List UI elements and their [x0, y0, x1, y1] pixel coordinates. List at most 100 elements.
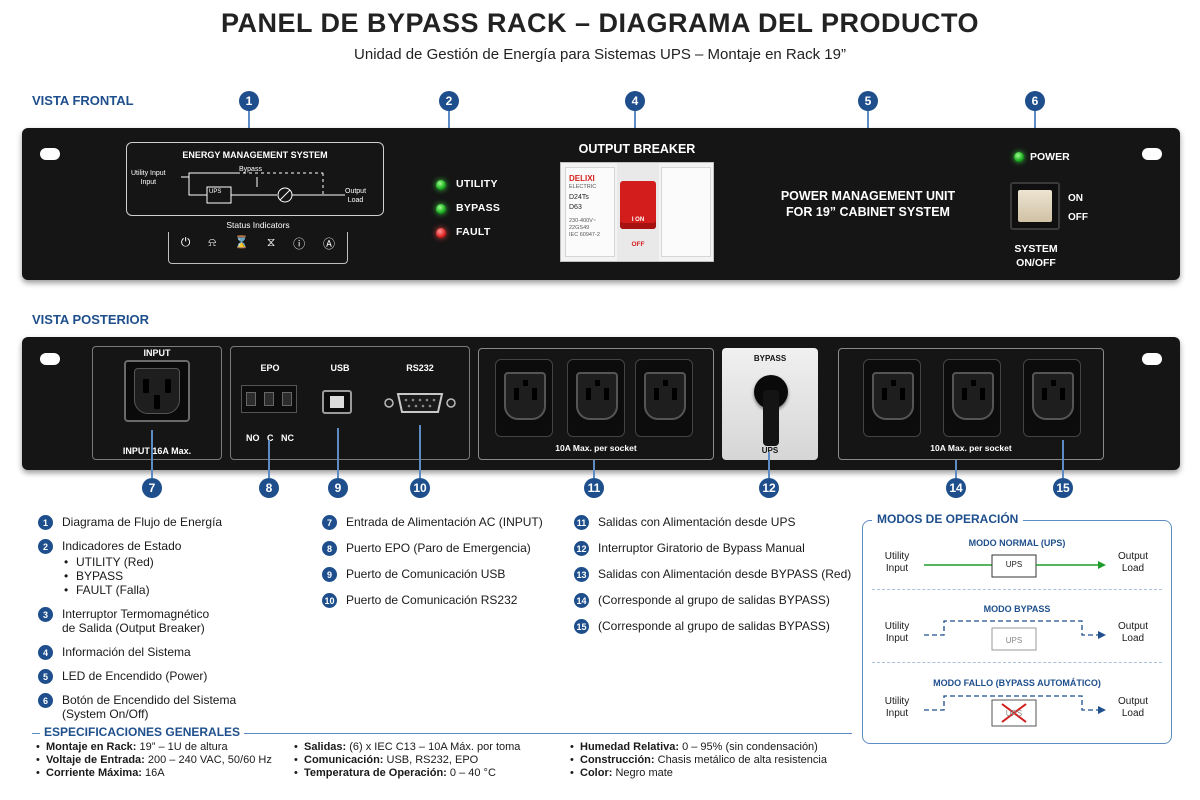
leader-11 — [593, 460, 595, 478]
fault-status-icon: ⧖ — [266, 235, 276, 249]
rack-ear-hole — [40, 353, 60, 365]
bypass-outlet[interactable] — [943, 359, 1001, 437]
comms-panel — [230, 346, 470, 460]
leader-12 — [768, 452, 770, 478]
status-indicators-box — [168, 232, 348, 264]
power-status-icon: ⏻ — [180, 235, 191, 249]
breaker-toggle[interactable]: I ON OFF — [617, 163, 659, 261]
ups-outlet-group: 10A Max. per socket — [478, 348, 714, 460]
legend-item: 15(Corresponde al grupo de salidas BYPAS… — [574, 619, 854, 634]
status-indicators-title: Status Indicators — [226, 220, 290, 230]
utility-led-label: UTILITY — [456, 178, 498, 190]
callout-15: 15 — [1053, 478, 1073, 498]
fault-led-label: FAULT — [456, 226, 491, 238]
bypass-outlet[interactable] — [863, 359, 921, 437]
mode-normal-ups: UPS — [1005, 560, 1023, 569]
callout-4: 4 — [625, 91, 645, 111]
bypass-led — [436, 204, 446, 214]
mode-bypass-ups: UPS — [1005, 636, 1023, 645]
bypass-outlet[interactable] — [1023, 359, 1081, 437]
specs-divider — [32, 733, 852, 734]
bypass-rotary-switch[interactable]: BYPASS UPS — [722, 348, 818, 460]
usb-label: USB — [330, 363, 350, 373]
input-panel — [92, 346, 222, 460]
ac-input-inlet[interactable] — [124, 360, 190, 422]
ems-ups-label: UPS — [209, 189, 222, 195]
callout-6: 6 — [1025, 91, 1045, 111]
mode-separator — [872, 662, 1162, 663]
callout-8: 8 — [259, 478, 279, 498]
ems-title: ENERGY MANAGEMENT SYSTEM — [182, 150, 328, 160]
rack-ear-hole — [1142, 148, 1162, 160]
mode-fault-title: MODO FALLO (BYPASS AUTOMÁTICO) — [933, 678, 1101, 688]
mode-fault-ups: UPS — [1005, 709, 1023, 718]
leader-10 — [419, 425, 421, 478]
mode-bypass-title: MODO BYPASS — [983, 604, 1051, 614]
rs232-label: RS232 — [406, 363, 434, 373]
specs-title: ESPECIFICACIONES GENERALES — [40, 725, 245, 739]
breaker-on-label: I ON — [631, 217, 645, 223]
ems-flow-lines — [181, 172, 345, 204]
system-power-switch[interactable] — [1010, 182, 1060, 230]
breaker-off-label: OFF — [631, 241, 645, 248]
fault-led — [436, 228, 446, 238]
rack-ear-hole — [40, 148, 60, 160]
rs232-port[interactable] — [384, 391, 456, 415]
leader-7 — [151, 430, 153, 478]
ups-outlet[interactable] — [495, 359, 553, 437]
bypass-outlet-group: 10A Max. per socket — [838, 348, 1104, 460]
callout-1: 1 — [239, 91, 259, 111]
switch-caption: SYSTEM ON/OFF — [1014, 243, 1058, 269]
power-rocker[interactable] — [1018, 190, 1052, 222]
power-led — [1014, 152, 1024, 162]
callout-10: 10 — [410, 478, 430, 498]
status-indicator-icons: ⏻ ⍾ ⌛ ⧖ ⓘ Ⓐ — [172, 235, 344, 252]
usb-port[interactable] — [322, 390, 352, 414]
output-breaker: DELIXI ELECTRIC D24Ts D63 230-400V~ 22GS… — [560, 162, 714, 262]
breaker-brand: DELIXI — [569, 174, 595, 183]
epo-pins-label: NO C NC — [245, 433, 294, 443]
front-view-label: VISTA FRONTAL — [32, 93, 134, 108]
leader-15 — [1062, 440, 1064, 478]
info-status-icon: ⓘ — [293, 237, 306, 251]
epo-terminal[interactable] — [241, 385, 297, 413]
rear-view-label: VISTA POSTERIOR — [32, 312, 150, 327]
system-info-text: POWER MANAGEMENT UNIT FOR 19” CABINET SY… — [780, 189, 956, 219]
callout-12: 12 — [759, 478, 779, 498]
mode-bypass-diagram — [924, 620, 1106, 651]
ups-socket-caption: 10A Max. per socket — [555, 443, 637, 453]
callout-11: 11 — [584, 478, 604, 498]
ups-outlet[interactable] — [635, 359, 693, 437]
callout-14: 14 — [946, 478, 966, 498]
operation-modes-title: MODOS DE OPERACIÓN — [872, 512, 1024, 526]
battery-status-icon: ⌛ — [234, 235, 250, 249]
breaker-handle[interactable] — [620, 181, 656, 229]
ups-outlet[interactable] — [567, 359, 625, 437]
leader-8 — [268, 440, 270, 478]
page-subtitle: Unidad de Gestión de Energía para Sistem… — [354, 46, 846, 63]
leader-14 — [955, 460, 957, 478]
bypass-led-label: BYPASS — [456, 202, 501, 214]
bypass-lever[interactable] — [763, 390, 779, 446]
